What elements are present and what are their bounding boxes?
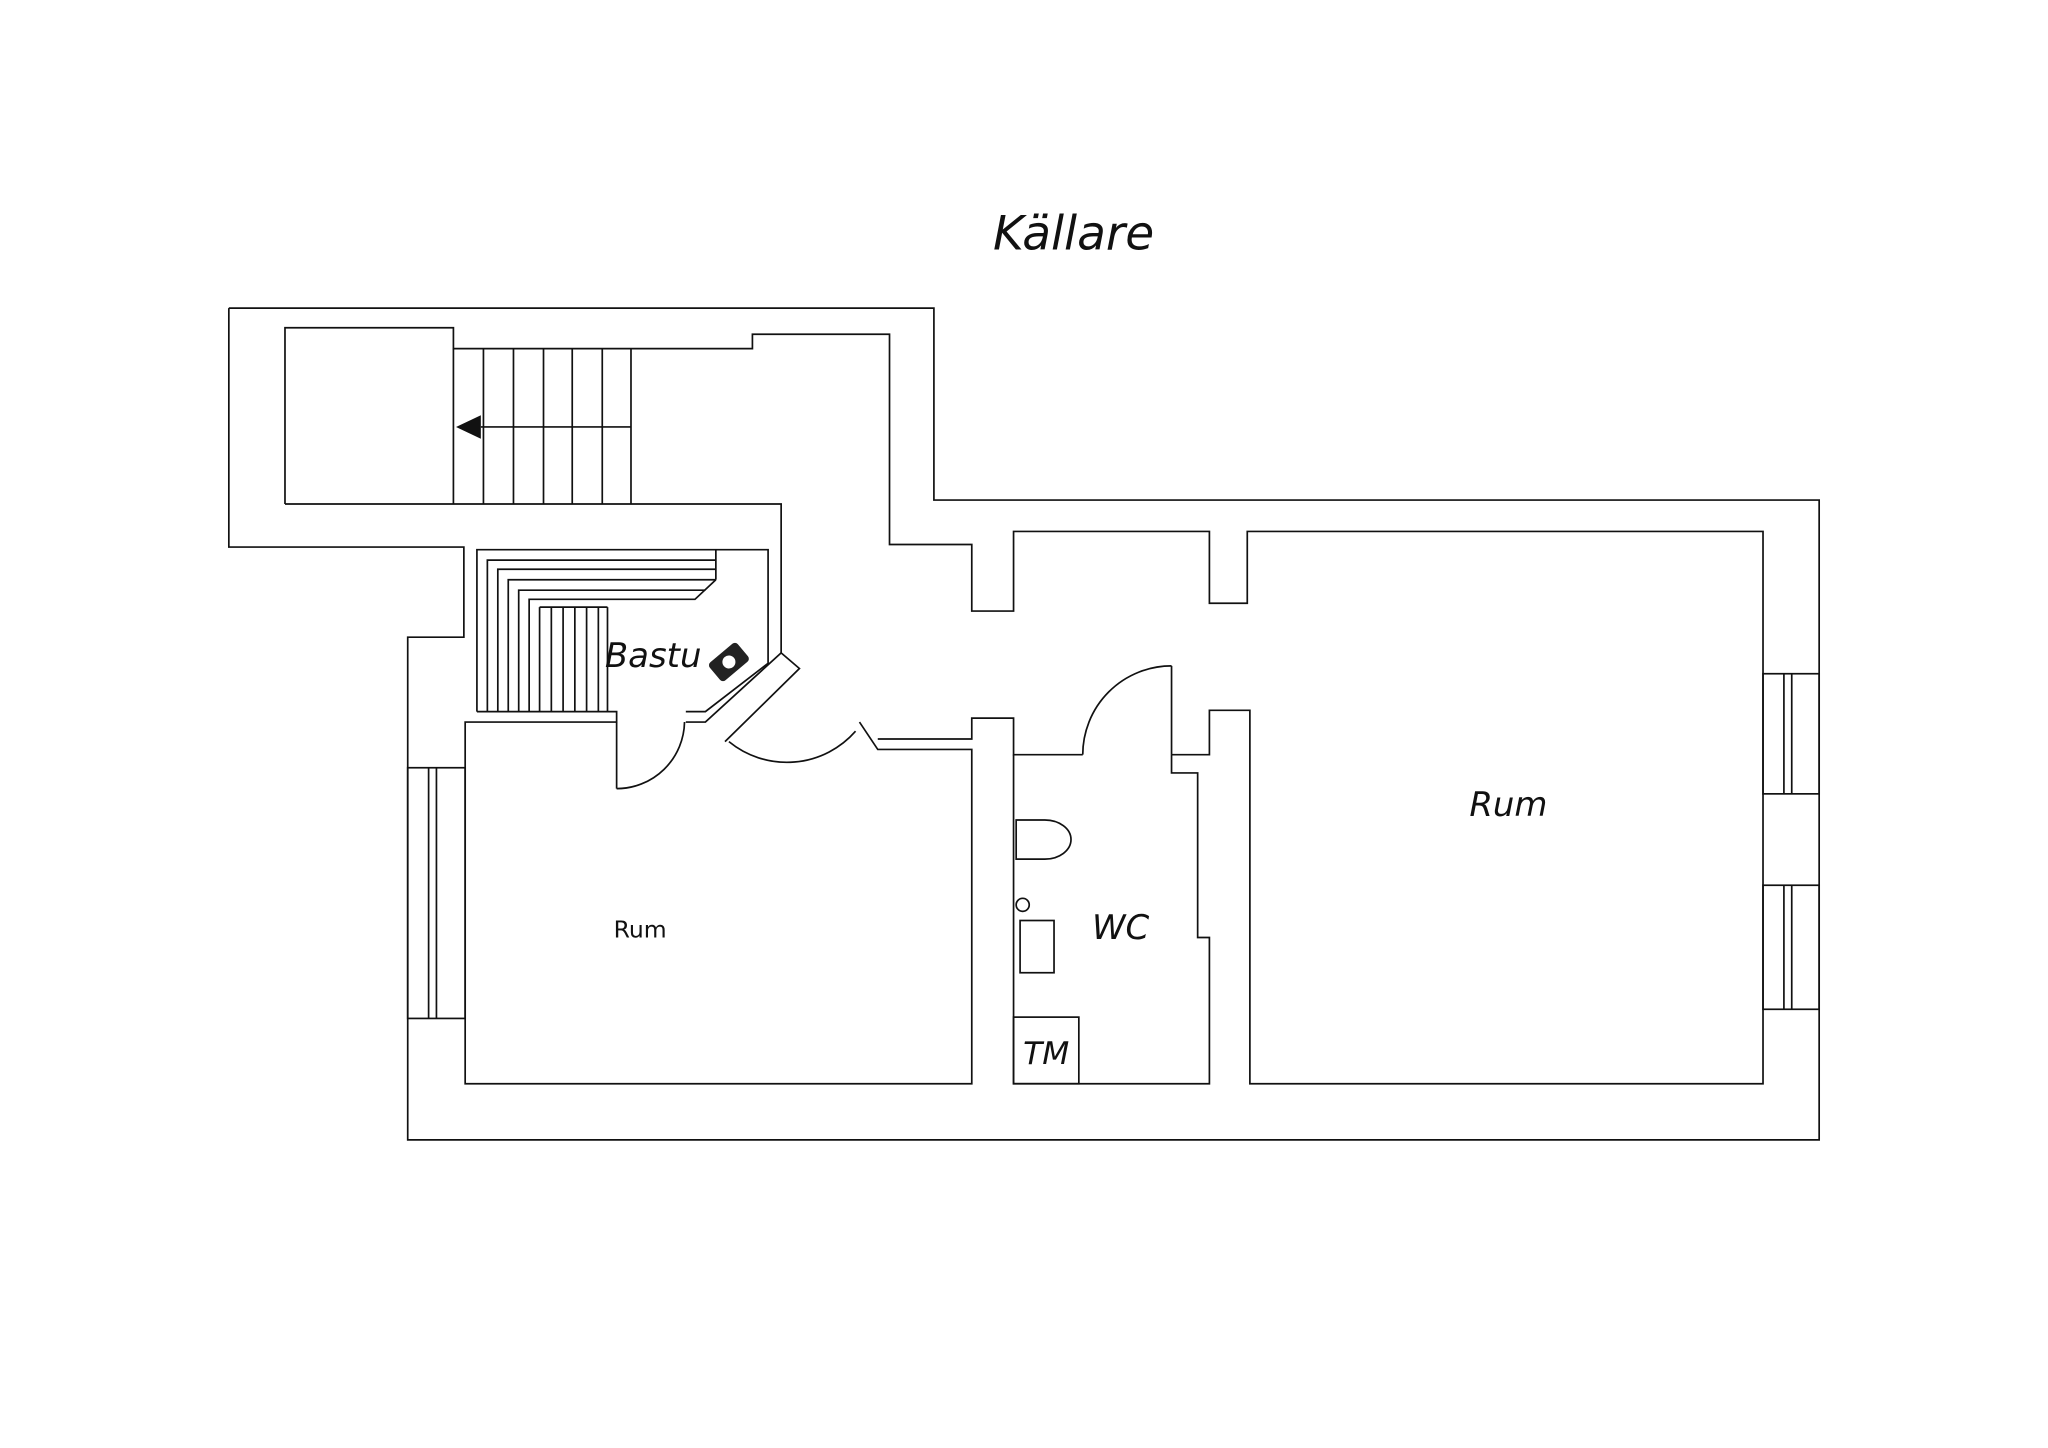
sauna-heater-icon bbox=[708, 642, 749, 682]
stairs bbox=[452, 348, 632, 504]
room-label-wc: WC bbox=[1092, 908, 1150, 948]
floor-title: Källare bbox=[993, 206, 1154, 261]
doors bbox=[615, 665, 1173, 790]
walls bbox=[227, 307, 1821, 1141]
toilet-icon bbox=[1015, 819, 1072, 860]
sauna-benches bbox=[486, 549, 749, 712]
room-label-room-right: Rum bbox=[1469, 785, 1547, 825]
windows bbox=[406, 672, 1821, 1020]
sink-icon bbox=[1019, 919, 1055, 974]
room-label-room-left: Rum bbox=[614, 915, 667, 943]
room-label-sauna: Bastu bbox=[605, 636, 702, 676]
stair-arrow-icon bbox=[456, 415, 481, 439]
room-label-laundry: TM bbox=[1023, 1036, 1069, 1072]
wc-fixtures bbox=[1015, 819, 1072, 974]
